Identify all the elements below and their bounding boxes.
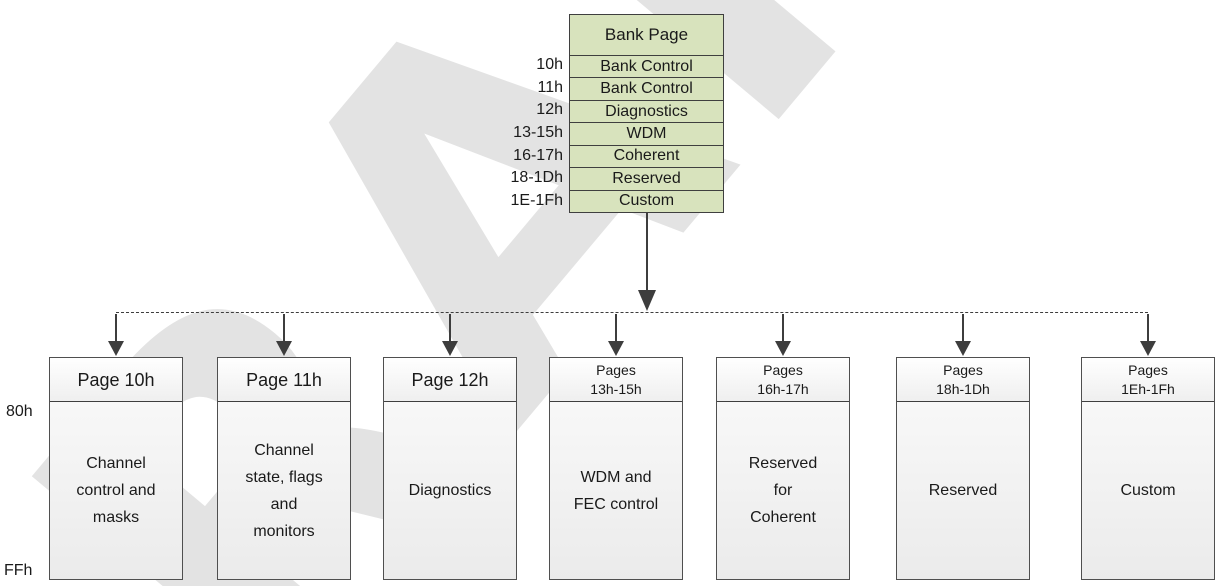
- bank-table-row: Bank Control: [570, 55, 723, 77]
- drop-arrowhead-icon: [108, 341, 124, 356]
- page-box-title: Page 10h: [50, 358, 182, 402]
- drop-connector-line: [449, 313, 451, 343]
- bank-table-row: Coherent: [570, 144, 723, 167]
- distribution-dashed-line: [116, 312, 1148, 313]
- bank-table-title: Bank Page: [604, 25, 689, 44]
- drop-connector-line: [615, 313, 617, 343]
- drop-connector-line: [283, 313, 285, 343]
- drop-connector-line: [115, 313, 117, 343]
- bank-table-row: WDM: [570, 122, 723, 144]
- drop-arrowhead-icon: [1140, 341, 1156, 356]
- page-box-body: Custom: [1120, 482, 1176, 499]
- page-box-body: Diagnostics: [408, 482, 492, 499]
- bank-table-row: Custom: [570, 189, 723, 212]
- page-box-title: Page 12h: [384, 358, 516, 402]
- drop-connector-line: [782, 313, 784, 343]
- bank-page-table: Bank Page Bank Control Bank Control Diag…: [569, 14, 724, 213]
- page-box-title: Page 11h: [218, 358, 350, 402]
- trunk-connector-line: [646, 213, 648, 290]
- page-box-12h: Page 12h Diagnostics: [383, 313, 517, 580]
- bank-table-offset-labels: 10h 11h 12h 13-15h 16-17h 18-1Dh 1E-1Fh: [400, 54, 563, 212]
- drop-arrowhead-icon: [955, 341, 971, 356]
- row-offset-label: 12h: [536, 101, 563, 119]
- bank-table-row: Diagnostics: [570, 99, 723, 122]
- offset-end-label: FFh: [4, 562, 33, 579]
- bank-table-row: Reserved: [570, 167, 723, 189]
- row-offset-label: 13-15h: [513, 124, 563, 142]
- drop-arrowhead-icon: [276, 341, 292, 356]
- drop-arrowhead-icon: [608, 341, 624, 356]
- offset-start-label: 80h: [6, 403, 33, 420]
- row-offset-label: 10h: [536, 56, 563, 74]
- row-offset-label: 1E-1Fh: [510, 191, 563, 209]
- row-offset-label: 18-1Dh: [510, 169, 563, 187]
- drop-connector-line: [962, 313, 964, 343]
- drop-connector-line: [1147, 313, 1149, 343]
- drop-arrowhead-icon: [442, 341, 458, 356]
- drop-arrowhead-icon: [775, 341, 791, 356]
- row-offset-label: 11h: [537, 78, 563, 96]
- bank-table-row: Bank Control: [570, 77, 723, 99]
- page-box-body: Reserved: [928, 482, 998, 499]
- trunk-arrowhead-icon: [638, 290, 656, 311]
- row-offset-label: 16-17h: [513, 146, 563, 164]
